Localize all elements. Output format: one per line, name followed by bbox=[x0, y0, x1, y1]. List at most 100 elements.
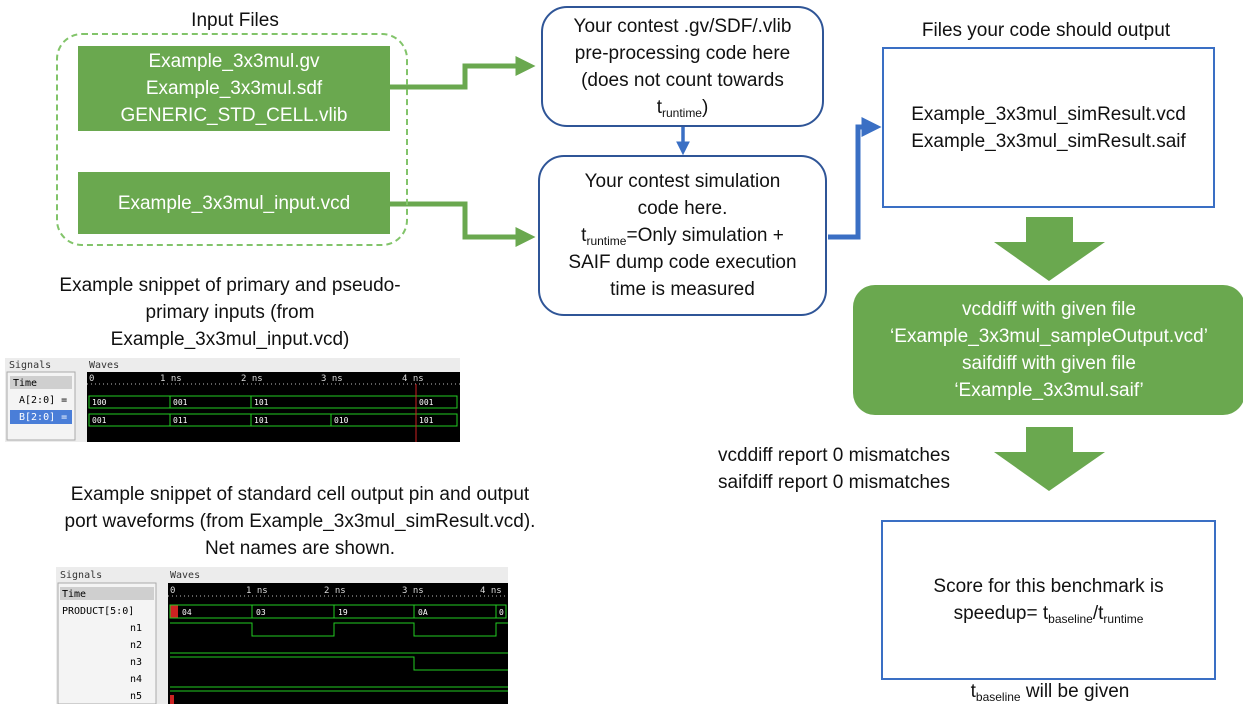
wave1-b-val-2: 011 bbox=[173, 416, 188, 425]
snippet2-caption-line3: Net names are shown. bbox=[204, 538, 396, 559]
score-line1: Score for this benchmark is bbox=[933, 576, 1164, 597]
wave1-tick-2: 2 ns bbox=[241, 374, 263, 384]
source-files-box: Example_3x3mul.gv Example_3x3mul.sdf GEN… bbox=[78, 46, 390, 131]
file-vlib: GENERIC_STD_CELL.vlib bbox=[120, 105, 348, 126]
wave1-b-val-5: 101 bbox=[419, 416, 434, 425]
input-files-group bbox=[56, 33, 408, 246]
wave2-p-val-2: 03 bbox=[256, 608, 266, 617]
simulation-line1: Your contest simulation bbox=[584, 171, 781, 192]
wave2-sig-n2: n2 bbox=[130, 640, 142, 651]
snippet2-caption: Example snippet of standard cell output … bbox=[20, 481, 580, 562]
file-sdf: Example_3x3mul.sdf bbox=[145, 78, 323, 99]
baseline-note: tbaseline will be given bbox=[970, 681, 1130, 704]
wave2-n5-start bbox=[170, 695, 174, 704]
score-box: Score for this benchmark is speedup= tba… bbox=[881, 520, 1216, 680]
wave2-tick-0: 0 bbox=[170, 586, 175, 596]
wave2-product-start bbox=[170, 605, 178, 618]
simulation-line4: SAIF dump code execution bbox=[568, 252, 797, 273]
wave1-tick-4: 4 ns bbox=[402, 374, 424, 384]
wave1-sig-b: B[2:0] = bbox=[19, 412, 67, 423]
waveform-viewer-1: Signals Waves Time A[2:0] = B[2:0] = 0 1… bbox=[5, 358, 460, 442]
output-files-title: Files your code should output bbox=[921, 20, 1171, 41]
arrow-simulation-to-outputs bbox=[828, 117, 882, 240]
wave2-sig-time: Time bbox=[62, 589, 86, 600]
wave2-p-val-4: 0A bbox=[418, 608, 428, 617]
wave1-time-row-bg bbox=[10, 376, 72, 389]
arrow-diff-to-report bbox=[994, 427, 1105, 491]
preprocess-line4: truntime) bbox=[656, 96, 709, 120]
wave2-p-val-5: 0 bbox=[499, 608, 504, 617]
snippet1-caption-line3: Example_3x3mul_input.vcd) bbox=[110, 329, 350, 350]
preprocess-line3: (does not count towards bbox=[581, 69, 784, 91]
snippet2-caption-line2: port waveforms (from Example_3x3mul_simR… bbox=[64, 511, 536, 532]
diff-line2: ‘Example_3x3mul_sampleOutput.vcd’ bbox=[890, 326, 1208, 347]
wave1-sig-a: A[2:0] = bbox=[19, 395, 67, 406]
wave1-tick-0: 0 bbox=[89, 374, 94, 384]
wave2-time-row-bg bbox=[60, 587, 154, 600]
wave2-p-val-1: 04 bbox=[182, 608, 192, 617]
simulation-line2: code here. bbox=[637, 198, 728, 219]
waveform-viewer-2: Signals Waves Time PRODUCT[5:0] n1 n2 n3… bbox=[56, 567, 508, 704]
snippet1-caption: Example snippet of primary and pseudo- p… bbox=[20, 272, 440, 353]
input-files-title: Input Files bbox=[191, 10, 279, 31]
wave1-bus-b bbox=[88, 413, 458, 427]
wave2-tick-1: 1 ns bbox=[246, 586, 268, 596]
wave1-b-val-1: 001 bbox=[92, 416, 107, 425]
wave2-sig-n4: n4 bbox=[130, 674, 142, 685]
wave1-a-val-4: 001 bbox=[419, 398, 434, 407]
wave2-sig-n5: n5 bbox=[130, 691, 142, 702]
wave1-bus-a bbox=[88, 395, 458, 409]
wave2-sig-n3: n3 bbox=[130, 657, 142, 668]
snippet2-caption-line1: Example snippet of standard cell output … bbox=[70, 484, 530, 505]
preprocess-box: Your contest .gv/SDF/.vlib pre-processin… bbox=[541, 6, 824, 127]
arrow-input-vcd-to-simulation bbox=[388, 201, 536, 247]
wave1-waves-pane bbox=[87, 372, 460, 442]
simulation-line5: time is measured bbox=[610, 279, 755, 300]
wave2-sig-n1: n1 bbox=[130, 623, 142, 634]
snippet1-caption-line2: primary inputs (from bbox=[145, 302, 315, 323]
output-file-vcd: Example_3x3mul_simResult.vcd bbox=[911, 103, 1186, 125]
wave1-b-val-3: 101 bbox=[254, 416, 269, 425]
wave2-sig-product: PRODUCT[5:0] bbox=[62, 606, 134, 617]
wave1-a-val-2: 001 bbox=[173, 398, 188, 407]
simulation-box: Your contest simulation code here. trunt… bbox=[538, 155, 827, 316]
simulation-line3: truntime=Only simulation + bbox=[581, 225, 784, 248]
vcddiff-report: vcddiff report 0 mismatches bbox=[718, 445, 950, 466]
output-file-saif: Example_3x3mul_simResult.saif bbox=[911, 130, 1186, 152]
preprocess-line2: pre-processing code here bbox=[574, 42, 791, 64]
file-gv: Example_3x3mul.gv bbox=[148, 51, 320, 72]
diff-line3: saifdiff with given file bbox=[962, 353, 1136, 374]
wave2-tick-4: 4 ns bbox=[480, 586, 502, 596]
diff-line1: vcddiff with given file bbox=[962, 299, 1136, 320]
wave2-p-val-3: 19 bbox=[338, 608, 348, 617]
diff-report: vcddiff report 0 mismatches saifdiff rep… bbox=[718, 442, 998, 496]
wave1-sig-time: Time bbox=[13, 378, 37, 389]
wave1-b-val-4: 010 bbox=[334, 416, 349, 425]
wave2-signals-pane bbox=[57, 582, 157, 704]
wave1-tick-3: 3 ns bbox=[321, 374, 343, 384]
wave2-n1-trace bbox=[170, 622, 508, 637]
wave1-waves-label: Waves bbox=[89, 360, 119, 371]
diff-box: vcddiff with given file ‘Example_3x3mul_… bbox=[853, 285, 1243, 415]
arrow-inputs-to-preprocess bbox=[388, 56, 536, 90]
wave2-tick-2: 2 ns bbox=[324, 586, 346, 596]
file-input-vcd: Example_3x3mul_input.vcd bbox=[117, 192, 351, 214]
wave1-signals-label: Signals bbox=[9, 360, 51, 371]
wave2-signals-label: Signals bbox=[60, 570, 102, 581]
wave2-n3-trace bbox=[170, 656, 508, 671]
wave1-a-val-3: 101 bbox=[254, 398, 269, 407]
snippet1-caption-line1: Example snippet of primary and pseudo- bbox=[59, 275, 401, 296]
score-line2: speedup= tbaseline/truntime bbox=[953, 603, 1144, 626]
wave2-waves-label: Waves bbox=[170, 570, 200, 581]
output-files-box: Example_3x3mul_simResult.vcd Example_3x3… bbox=[882, 47, 1215, 208]
wave1-selected-row-bg bbox=[10, 410, 72, 424]
saifdiff-report: saifdiff report 0 mismatches bbox=[718, 472, 950, 493]
diff-line4: ‘Example_3x3mul.saif’ bbox=[954, 380, 1144, 401]
preprocess-line1: Your contest .gv/SDF/.vlib bbox=[573, 15, 792, 37]
wave1-a-val-1: 100 bbox=[92, 398, 107, 407]
wave2-tick-3: 3 ns bbox=[402, 586, 424, 596]
wave2-waves-pane bbox=[168, 583, 508, 704]
wave1-tick-1: 1 ns bbox=[160, 374, 182, 384]
arrow-outputs-to-diff bbox=[994, 217, 1105, 281]
